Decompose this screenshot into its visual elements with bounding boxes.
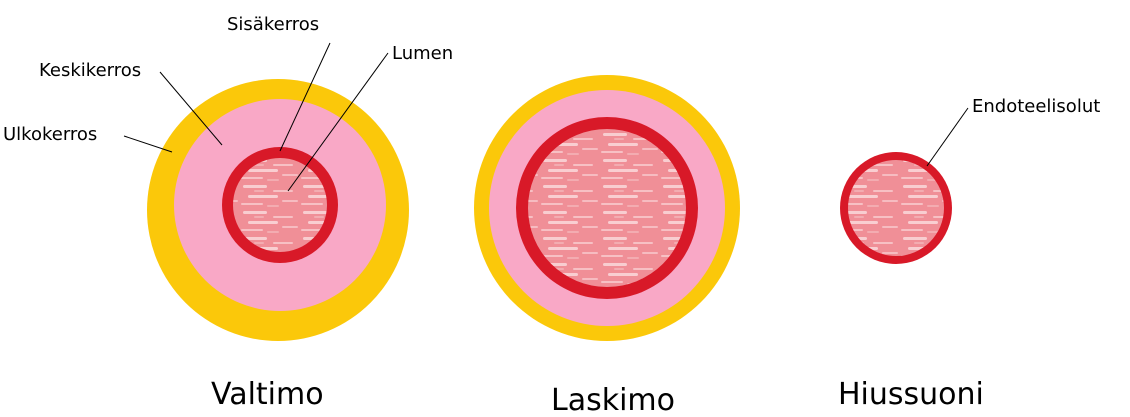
label-lumen: Lumen [392,43,453,64]
vein [474,75,740,341]
caption-capillary: Hiussuoni [838,377,984,412]
caption-vein: Laskimo [551,383,675,412]
label-middle-layer: Keskikerros [39,60,141,81]
capillary-lumen [848,160,944,256]
label-outer-layer: Ulkokerros [3,124,97,145]
label-endothelial-cells: Endoteelisolut [972,96,1100,117]
caption-artery: Valtimo [211,377,324,412]
label-inner-layer: Sisäkerros [227,14,319,35]
outer-layer-leader [124,136,172,152]
vein-lumen [528,129,686,287]
artery [147,79,409,341]
capillary [840,152,952,264]
artery-lumen [233,158,327,252]
endothelial-leader [927,108,968,166]
